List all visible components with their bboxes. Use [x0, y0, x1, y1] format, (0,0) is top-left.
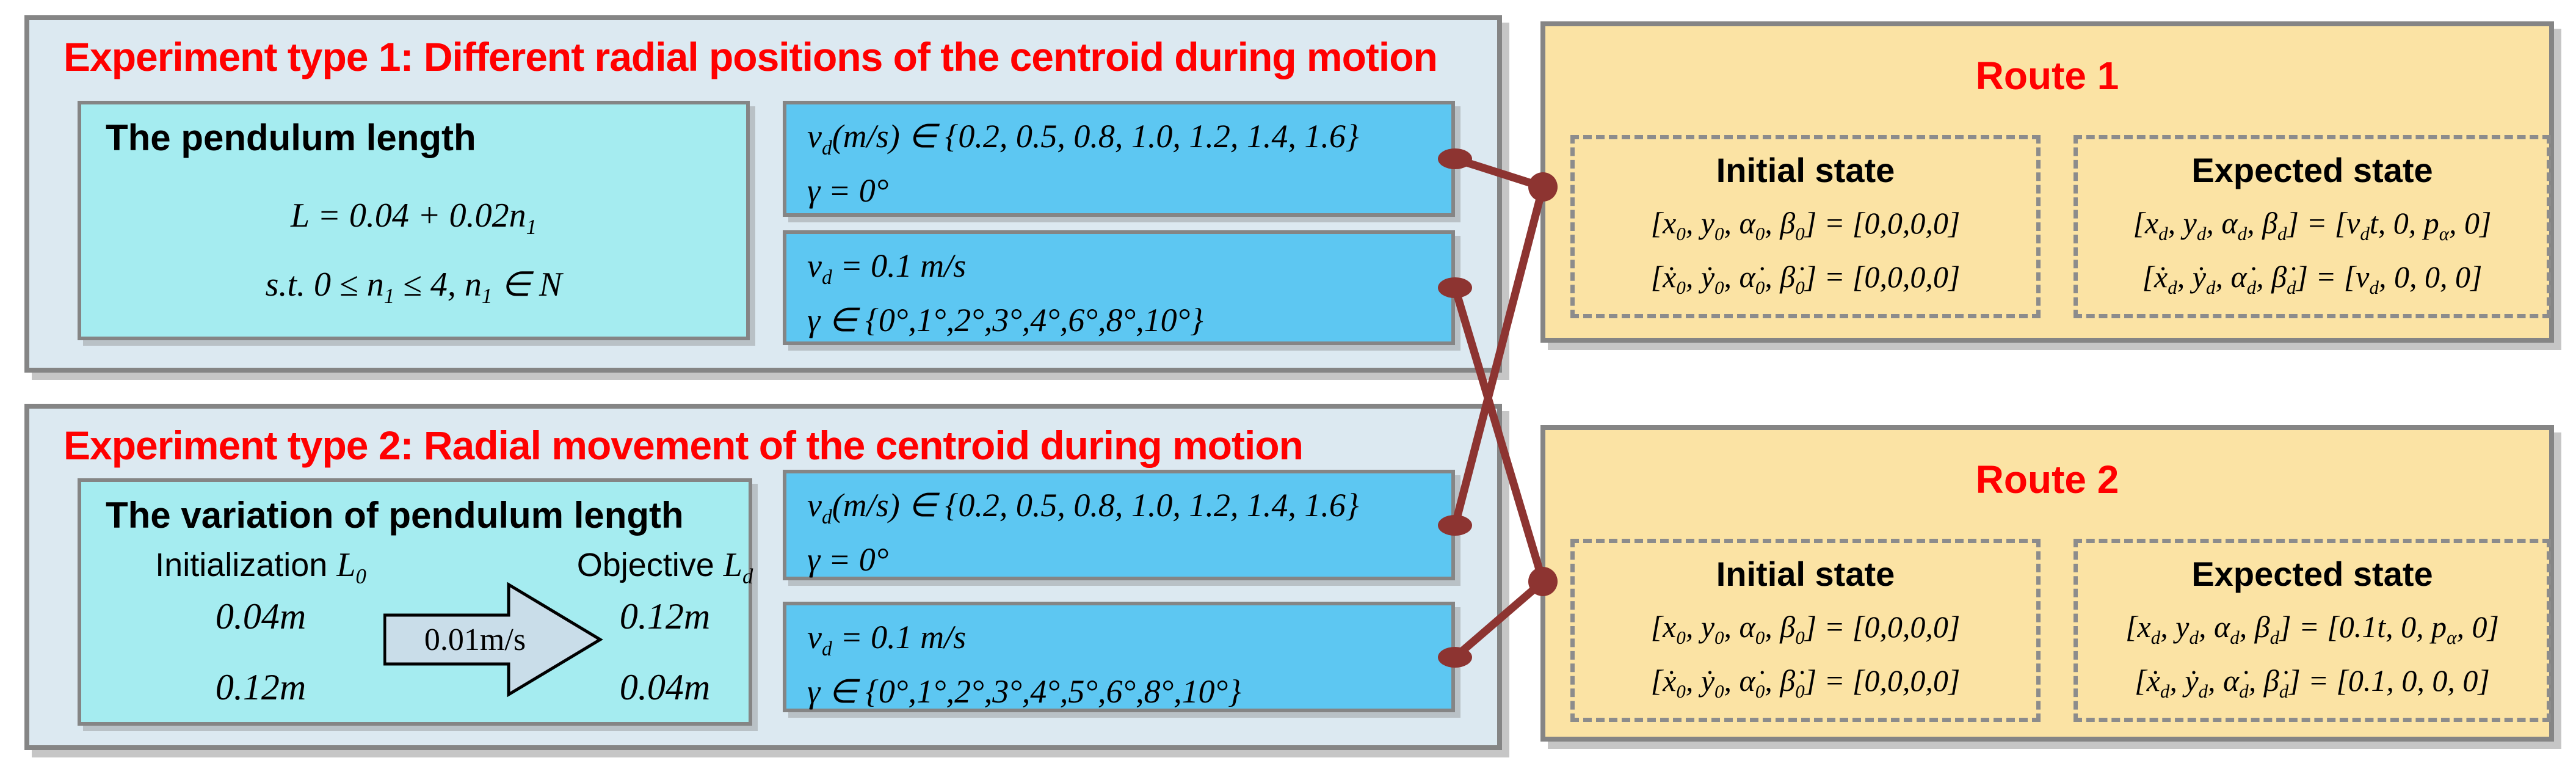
- initialization-column-label: Initialization L0: [102, 545, 419, 589]
- exp2-velocity-set-box: vd(m/s) ∈ {0.2, 0.5, 0.8, 1.0, 1.2, 1.4,…: [783, 470, 1455, 580]
- velocity-set-equation: vd(m/s) ∈ {0.2, 0.5, 0.8, 1.0, 1.2, 1.4,…: [807, 487, 1359, 528]
- velocity-fixed-equation: vd = 0.1 m/s: [807, 619, 967, 660]
- initial-state-equation: [x0, y0, α0, β0] = [0,0,0,0]: [1650, 206, 1961, 244]
- pendulum-length-formula: L = 0.04 + 0.02n1: [290, 197, 537, 239]
- velocity-fixed-equation: vd = 0.1 m/s: [807, 247, 967, 289]
- gamma-set-equation: γ ∈ {0°,1°,2°,3°,4°,6°,8°,10°}: [807, 301, 1203, 338]
- route-1-panel: Route 1 Initial state [x0, y0, α0, β0] =…: [1540, 21, 2554, 343]
- route-1-title: Route 1: [1975, 54, 2119, 98]
- initial-state-equation: [x0, y0, α0, β0] = [0,0,0,0]: [1650, 610, 1961, 648]
- objective-length-value-2: 0.04m: [619, 667, 711, 707]
- initial-state-derivative-equation: [ẋ0, ẏ0, α̇0, β̇0] = [0,0,0,0]: [1650, 663, 1961, 702]
- initialization-label: Initialization: [155, 547, 337, 583]
- block-arrow-icon: 0.01m/s: [383, 582, 603, 698]
- pendulum-length-heading: The pendulum length: [106, 117, 476, 158]
- initial-state-derivative-equation: [ẋ0, ẏ0, α̇0, β̇0] = [0,0,0,0]: [1650, 260, 1961, 298]
- route-2-title: Route 2: [1975, 458, 2119, 502]
- pendulum-variation-heading: The variation of pendulum length: [106, 495, 684, 536]
- expected-state-heading: Expected state: [2191, 555, 2433, 593]
- experiment-2-panel: Experiment type 2: Radial movement of th…: [24, 404, 1502, 750]
- expected-state-derivative-equation: [ẋd, ẏd, α̇d, β̇d] = [vd, 0, 0, 0]: [2142, 260, 2483, 298]
- objective-label: Objective: [576, 547, 724, 583]
- initial-length-value-1: 0.04m: [215, 596, 307, 637]
- gamma-zero-equation: γ = 0°: [807, 172, 889, 209]
- expected-state-heading: Expected state: [2191, 151, 2433, 189]
- initial-length-value-2: 0.12m: [215, 667, 307, 707]
- pendulum-length-box: The pendulum length L = 0.04 + 0.02n1 s.…: [78, 101, 750, 340]
- route-2-initial-state-box: Initial state [x0, y0, α0, β0] = [0,0,0,…: [1570, 539, 2041, 722]
- expected-state-derivative-equation: [ẋd, ẏd, α̇d, β̇d] = [0.1, 0, 0, 0]: [2135, 663, 2490, 702]
- route-2-expected-state-box: Expected state [xd, yd, αd, βd] = [0.1t,…: [2073, 539, 2551, 722]
- exp1-gamma-set-box: vd = 0.1 m/s γ ∈ {0°,1°,2°,3°,4°,6°,8°,1…: [783, 230, 1455, 345]
- objective-length-value-1: 0.12m: [619, 596, 711, 637]
- route-1-initial-state-box: Initial state [x0, y0, α0, β0] = [0,0,0,…: [1570, 135, 2041, 318]
- gamma-set-equation: γ ∈ {0°,1°,2°,3°,4°,5°,6°,8°,10°}: [807, 673, 1241, 710]
- exp1-velocity-set-box: vd(m/s) ∈ {0.2, 0.5, 0.8, 1.0, 1.2, 1.4,…: [783, 101, 1455, 217]
- gamma-zero-equation: γ = 0°: [807, 541, 889, 578]
- experiment-1-title: Experiment type 1: Different radial posi…: [63, 34, 1438, 79]
- experiment-1-panel: Experiment type 1: Different radial posi…: [24, 15, 1502, 373]
- initial-state-heading: Initial state: [1716, 555, 1895, 593]
- expected-state-equation: [xd, yd, αd, βd] = [vdt, 0, pα, 0]: [2133, 206, 2492, 244]
- velocity-set-equation: vd(m/s) ∈ {0.2, 0.5, 0.8, 1.0, 1.2, 1.4,…: [807, 118, 1359, 159]
- expected-state-equation: [xd, yd, αd, βd] = [0.1t, 0, pα, 0]: [2125, 610, 2499, 648]
- experiment-2-title: Experiment type 2: Radial movement of th…: [63, 423, 1304, 468]
- route-2-panel: Route 2 Initial state [x0, y0, α0, β0] =…: [1540, 425, 2554, 742]
- pendulum-variation-box: The variation of pendulum length Initial…: [78, 478, 753, 726]
- pendulum-length-constraint: s.t. 0 ≤ n1 ≤ 4, n1 ∈ N: [265, 266, 562, 308]
- initialization-symbol: L0: [336, 546, 366, 589]
- exp2-gamma-set-box: vd = 0.1 m/s γ ∈ {0°,1°,2°,3°,4°,5°,6°,8…: [783, 602, 1455, 712]
- arrow-speed-label: 0.01m/s: [424, 622, 526, 657]
- route-1-expected-state-box: Expected state [xd, yd, αd, βd] = [vdt, …: [2073, 135, 2551, 318]
- initial-state-heading: Initial state: [1716, 151, 1895, 189]
- objective-column-label: Objective Ld: [506, 545, 824, 589]
- block-arrow-shape: [383, 582, 603, 698]
- objective-symbol: Ld: [723, 546, 753, 589]
